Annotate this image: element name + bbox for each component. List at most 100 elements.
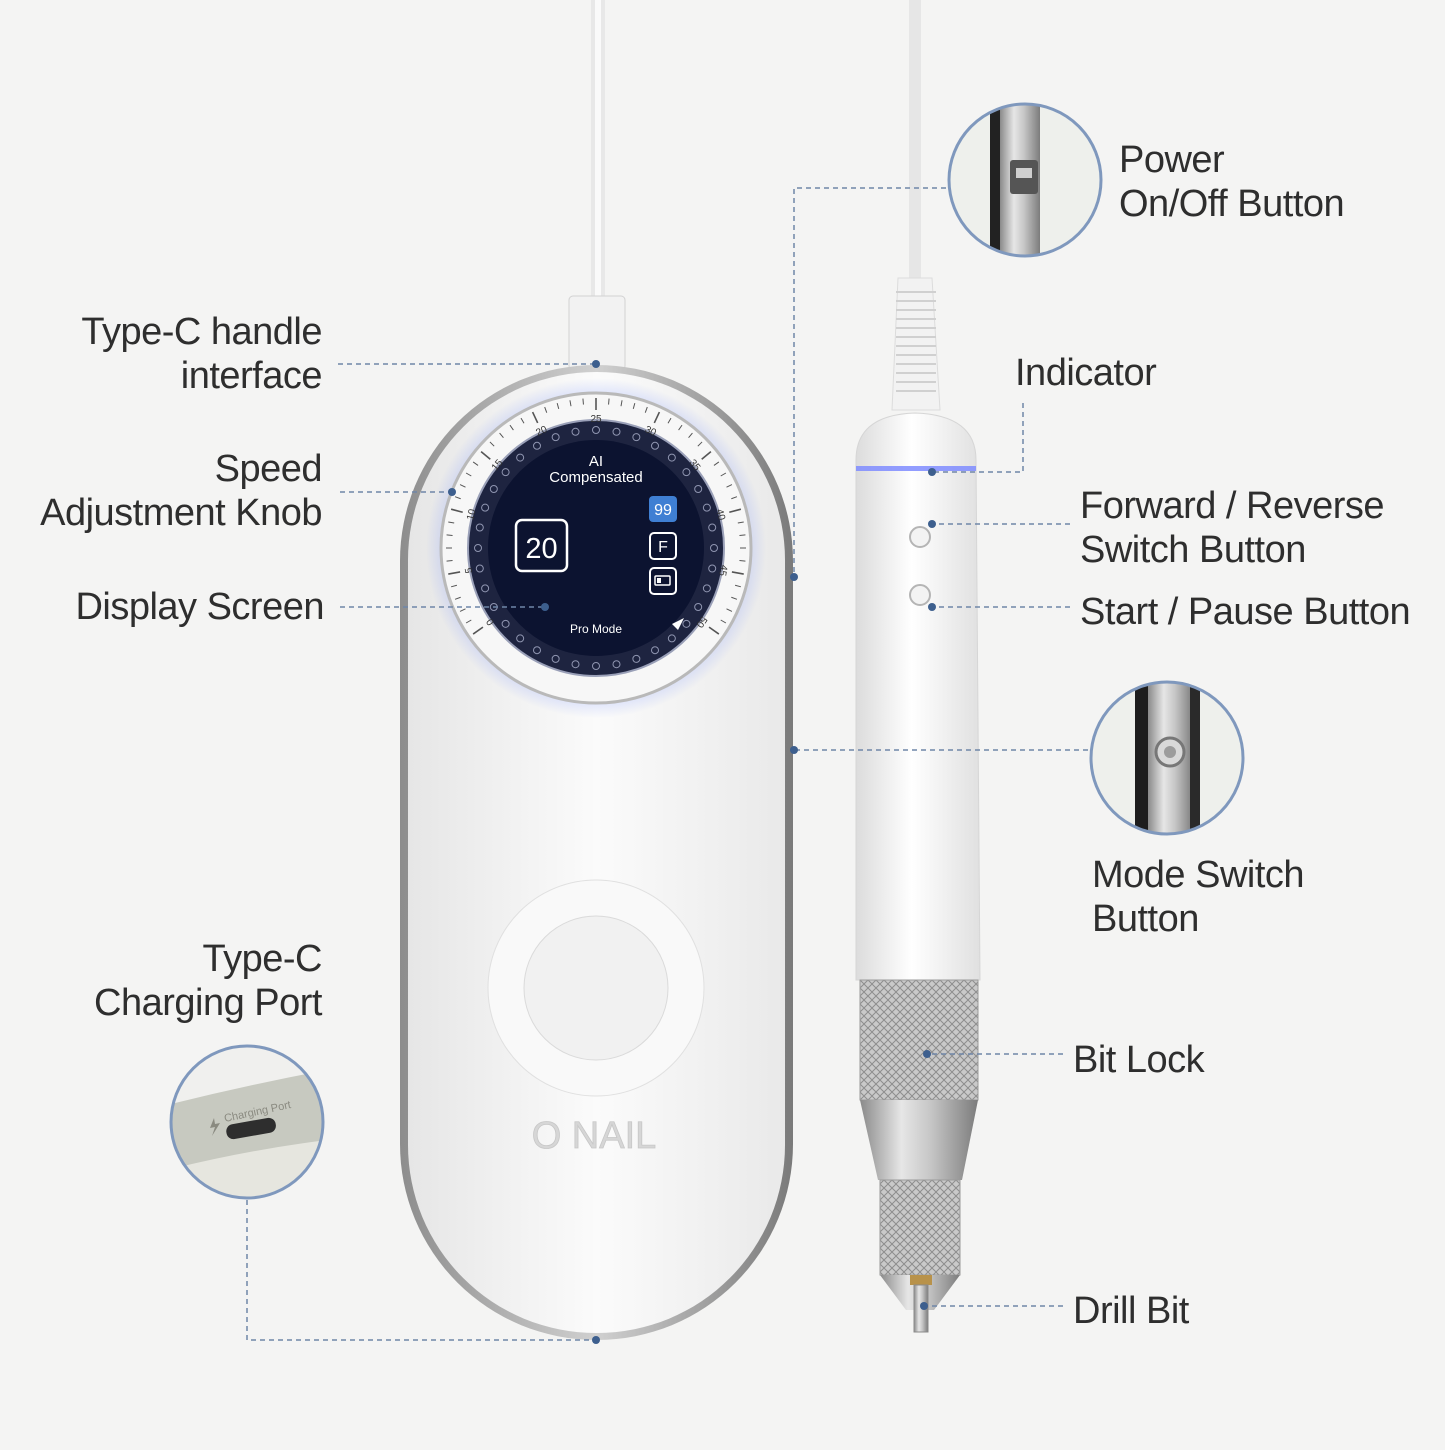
bezel-dot: [475, 564, 484, 573]
bezel-dot: [651, 441, 659, 450]
dial-tick-label: 40: [713, 508, 727, 522]
dial-tick: [720, 472, 727, 477]
dial-tick: [446, 534, 453, 536]
display-screen: [488, 440, 704, 656]
dial-tick: [454, 596, 461, 600]
dial-tick: [465, 472, 472, 477]
handpiece-body: [855, 412, 981, 981]
dial-tick: [667, 417, 672, 424]
bezel-dot: [651, 646, 659, 655]
collet-grip: [879, 1179, 961, 1276]
lightning-icon: [210, 1118, 220, 1136]
start-pause-button[interactable]: [909, 584, 931, 606]
bezel-dot: [571, 427, 580, 436]
dial-tick: [454, 496, 461, 500]
leader-lines: [246, 187, 1088, 1341]
screen-title-line1: AI: [589, 453, 603, 470]
dial-tick-label: 25: [590, 414, 602, 425]
dial-tick-label: 30: [643, 424, 658, 439]
bezel-dot: [694, 485, 703, 493]
dial-tick: [480, 450, 491, 460]
bezel-dot: [708, 523, 717, 532]
dial-tick: [713, 461, 720, 466]
bezel-dot: [708, 564, 717, 573]
dial-tick: [678, 424, 683, 431]
screen-title-line2: Compensated: [549, 469, 642, 486]
dial-tick: [556, 402, 560, 410]
bezel-dot: [667, 453, 676, 462]
dial-tick: [509, 424, 514, 431]
label-bit-lock: Bit Lock: [1073, 1039, 1205, 1081]
bezel-dot: [551, 433, 560, 442]
screen-mode: Pro Mode: [570, 622, 622, 636]
dial-tick: [465, 619, 472, 624]
bezel-dot: [612, 660, 621, 669]
dial-tick: [472, 461, 479, 466]
bezel-dot: [533, 441, 541, 450]
dial-tick: [720, 619, 727, 624]
battery-badge: [649, 567, 677, 595]
badge-99-text: 99: [654, 502, 672, 519]
bezel-dot: [516, 453, 525, 462]
dial-tick: [644, 406, 648, 413]
dial-tick: [499, 432, 504, 439]
bezel-dot: [571, 660, 580, 669]
speed-value: 20: [525, 533, 557, 565]
bezel-dot: [516, 634, 525, 643]
dial-tick-label: 0: [484, 616, 496, 627]
dial-tick: [459, 608, 466, 612]
dial-tick: [697, 441, 703, 447]
leader-dots: [448, 360, 936, 1344]
inset-power-button: [947, 102, 1103, 258]
dial-tick: [450, 508, 463, 514]
label-drill-bit: Drill Bit: [1073, 1290, 1189, 1332]
dial-tick: [459, 484, 466, 488]
dial-tick: [489, 441, 495, 447]
label-indicator: Indicator: [1015, 352, 1157, 394]
dial-tick: [632, 402, 636, 410]
bit-lock[interactable]: [859, 979, 979, 1101]
strain-relief-ribs: [896, 291, 936, 392]
dial-tick: [520, 417, 525, 424]
dial-tick: [620, 400, 623, 407]
collet-band: [910, 1275, 932, 1285]
dial-tick: [731, 571, 744, 575]
dial-tick: [708, 626, 720, 635]
bezel-dot: [481, 503, 490, 512]
dial-tick: [726, 484, 733, 488]
usb-c-port-icon: [226, 1117, 276, 1140]
bezel-dot: [533, 646, 541, 655]
speed-value-box: [514, 518, 569, 573]
dial-tick: [531, 411, 539, 424]
dial-tick: [582, 398, 584, 405]
dial-tick: [734, 584, 742, 588]
dial-tick: [688, 432, 693, 439]
type-c-plug: [568, 295, 626, 371]
bezel-dot: [475, 523, 484, 532]
dial-pointer-icon: [672, 618, 684, 630]
dial-tick: [726, 608, 733, 612]
bezel-dot: [632, 433, 641, 442]
dial-tick: [729, 508, 742, 514]
forward-reverse-button[interactable]: [909, 526, 931, 548]
bezel-dot: [667, 634, 676, 643]
bezel-dot: [702, 503, 711, 512]
dial-tick: [731, 596, 738, 600]
inset-charging-port: Charging Port: [169, 1044, 325, 1200]
dial-tick-label: 5: [463, 566, 475, 574]
bezel-dot: [592, 426, 600, 434]
dial-tick: [653, 411, 661, 424]
badge-99: [649, 496, 677, 522]
dial-tick: [701, 450, 712, 460]
dial-tick: [446, 560, 453, 562]
dial-tick-label: 10: [465, 508, 479, 522]
bezel-dot: [592, 662, 600, 670]
label-display-screen: Display Screen: [75, 586, 324, 628]
bezel-dot: [551, 654, 560, 663]
